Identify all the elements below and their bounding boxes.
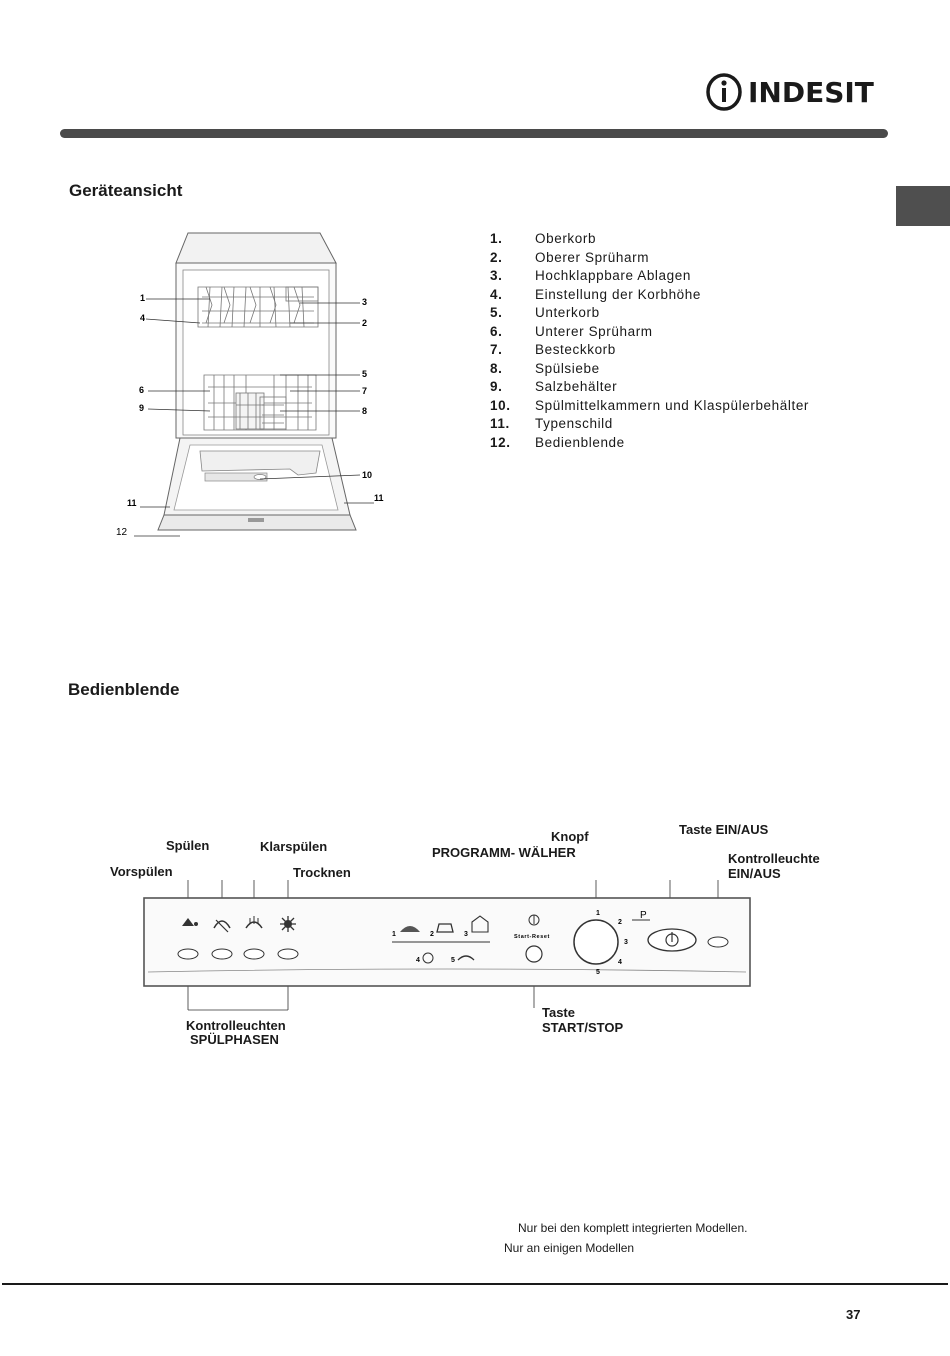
callout-11-left: 11 <box>127 498 137 508</box>
label-vorspuelen: Vorspülen <box>110 864 173 879</box>
callout-12: 12 <box>116 527 128 538</box>
wash-indicator-light <box>211 948 233 960</box>
prewash-icon <box>182 918 198 926</box>
start-reset-label: Start-Reset <box>514 934 550 940</box>
label-taste: Taste <box>542 1005 575 1020</box>
dial-mark-1: 1 <box>596 910 600 917</box>
dial-mark-5: 5 <box>596 969 600 976</box>
legend-item: 12.Bedienblende <box>490 434 625 450</box>
dial-mark-3: 3 <box>624 939 628 946</box>
label-programmwaehler: PROGRAMM- WÄLHER <box>432 845 576 860</box>
drying-icon <box>280 916 296 932</box>
brand-logo <box>704 72 854 112</box>
label-spuelen: Spülen <box>166 838 210 853</box>
callout-4: 4 <box>140 313 145 323</box>
svg-text:2: 2 <box>430 931 434 938</box>
section-title-geraeteansicht: Geräteansicht <box>69 181 183 200</box>
label-kontrolleuchten: Kontrolleuchten <box>186 1018 286 1033</box>
control-panel-diagram: 1 2 3 4 5 Start-Reset 1 2 3 4 5 P <box>143 880 751 1011</box>
section-title-bedienblende: Bedienblende <box>68 680 180 699</box>
legend-item: 1.Oberkorb <box>490 231 597 246</box>
prewash-indicator-light <box>177 948 199 960</box>
label-start-stop: START/STOP <box>542 1020 624 1035</box>
label-klarspuelen: Klarspülen <box>260 839 328 854</box>
brand-name: INDESIT <box>748 76 874 109</box>
legend-item: 4.Einstellung der Korbhöhe <box>490 286 702 302</box>
label-spuelphasen: SPÜLPHASEN <box>190 1032 279 1047</box>
program-symbols: 1 2 3 4 5 <box>392 915 490 964</box>
callout-10: 10 <box>362 470 372 480</box>
dial-mark-4: 4 <box>618 959 622 966</box>
p-label: P <box>640 910 647 921</box>
legend-item: 6.Unterer Sprüharm <box>490 323 653 339</box>
svg-text:1: 1 <box>392 931 396 938</box>
label-kontrolleuchte-einaus: EIN/AUS <box>728 866 781 881</box>
dial-mark-2: 2 <box>618 919 622 926</box>
svg-text:4: 4 <box>416 957 420 964</box>
legend-item: 7.Besteckkorb <box>490 342 616 357</box>
wash-icon <box>213 919 231 933</box>
side-tab <box>896 186 950 226</box>
program-selector-knob[interactable] <box>573 919 619 965</box>
callout-5: 5 <box>362 369 367 379</box>
power-icon <box>665 932 679 947</box>
callout-7: 7 <box>362 386 367 396</box>
page-number: 37 <box>846 1307 861 1322</box>
rinse-indicator-light <box>243 948 265 960</box>
header-rule <box>60 129 888 138</box>
callout-1: 1 <box>140 293 145 303</box>
footer-rule <box>2 1283 948 1285</box>
start-stop-button[interactable] <box>525 945 543 963</box>
on-off-indicator-light <box>707 936 729 948</box>
label-taste-einaus: Taste EIN/AUS <box>679 822 769 837</box>
legend-item: 5.Unterkorb <box>490 305 600 320</box>
legend-item: 3.Hochklappbare Ablagen <box>490 268 691 283</box>
legend-item: 9.Salzbehälter <box>490 379 618 394</box>
legend-item: 8.Spülsiebe <box>490 360 600 376</box>
callout-9: 9 <box>139 403 144 413</box>
dishwasher-diagram: 1 4 6 9 11 12 3 2 5 7 8 10 11 <box>116 232 384 538</box>
label-trocknen: Trocknen <box>293 865 351 880</box>
callout-8: 8 <box>362 406 367 416</box>
callout-11-right: 11 <box>374 493 384 503</box>
parts-legend: 1.Oberkorb 2.Oberer Sprüharm 3.Hochklapp… <box>490 230 850 452</box>
legend-item: 10.Spülmittelkammern und Klaspülerbehält… <box>490 397 810 413</box>
rinse-icon <box>245 916 263 929</box>
svg-text:5: 5 <box>451 957 455 964</box>
indesit-logo-icon <box>706 73 742 111</box>
callout-6: 6 <box>139 385 144 395</box>
legend-item: 11.Typenschild <box>490 416 613 431</box>
footnote-1: Nur bei den komplett integrierten Modell… <box>518 1221 748 1235</box>
drying-indicator-light <box>277 948 299 960</box>
footnote-2: Nur an einigen Modellen <box>504 1241 635 1255</box>
label-knopf: Knopf <box>551 829 589 844</box>
legend-item: 2.Oberer Sprüharm <box>490 249 650 265</box>
label-kontrolleuchte: Kontrolleuchte <box>728 851 820 866</box>
svg-text:3: 3 <box>464 931 468 938</box>
callout-2: 2 <box>362 318 367 328</box>
callout-3: 3 <box>362 297 367 307</box>
